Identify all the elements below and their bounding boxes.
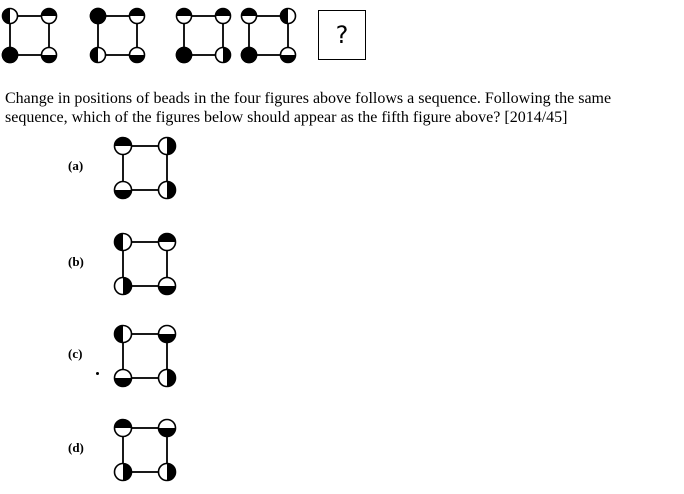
option-a-label[interactable]: (a)	[68, 158, 84, 173]
sequence-3-square	[183, 15, 224, 56]
sequence-2-bead-top-right	[128, 7, 146, 25]
sequence-2-square	[97, 15, 138, 56]
option-b-bead-bottom-left	[113, 276, 133, 296]
option-b-bead-top-right	[157, 232, 177, 252]
option-a-bead-bottom-right	[157, 180, 177, 200]
sequence-4-bead-bottom-left	[240, 46, 258, 64]
sequence-3-bead-bottom-right	[214, 46, 232, 64]
option-d-bead-top-left	[113, 418, 133, 438]
option-c-bead-top-right	[157, 324, 177, 344]
question-mark: ?	[335, 21, 349, 49]
option-a-bead-top-left	[113, 136, 133, 156]
sequence-1-square	[9, 15, 50, 56]
option-a-bead-top-right	[157, 136, 177, 156]
option-c-bead-bottom-right	[157, 368, 177, 388]
option-d-bead-top-right	[157, 418, 177, 438]
sequence-4-bead-top-right	[279, 7, 297, 25]
sequence-3-bead-bottom-left	[175, 46, 193, 64]
question-text: Change in positions of beads in the four…	[5, 90, 612, 126]
option-d-bead-bottom-right	[157, 462, 177, 482]
option-c-bead-top-left	[113, 324, 133, 344]
option-c-square	[122, 333, 168, 379]
option-d-figure[interactable]	[110, 414, 190, 484]
option-b-bead-top-left	[113, 232, 133, 252]
option-b-square	[122, 241, 168, 287]
sequence-4-bead-top-left	[240, 7, 258, 25]
option-c-label[interactable]: (c)	[68, 346, 83, 361]
option-d-square	[122, 427, 168, 473]
stray-dot	[96, 372, 99, 375]
sequence-1-bead-bottom-right	[40, 46, 58, 64]
sequence-1-bead-top-right	[40, 7, 58, 25]
sequence-4-square	[248, 15, 289, 56]
sequence-1-bead-top-left	[1, 7, 19, 25]
option-c-figure[interactable]	[110, 320, 190, 390]
option-b-figure[interactable]	[110, 228, 190, 298]
option-b-label[interactable]: (b)	[68, 254, 84, 269]
sequence-2-bead-bottom-right	[128, 46, 146, 64]
option-a-bead-bottom-left	[113, 180, 133, 200]
option-d-bead-bottom-left	[113, 462, 133, 482]
option-b-bead-bottom-right	[157, 276, 177, 296]
option-c-bead-bottom-left	[113, 368, 133, 388]
sequence-2-bead-bottom-left	[89, 46, 107, 64]
option-a-square	[122, 145, 168, 191]
sequence-3-bead-top-right	[214, 7, 232, 25]
option-a-figure[interactable]	[110, 132, 190, 202]
sequence-1-bead-bottom-left	[1, 46, 19, 64]
missing-fifth-figure: ?	[318, 10, 366, 60]
sequence-figures	[1, 7, 297, 64]
sequence-3-bead-top-left	[175, 7, 193, 25]
sequence-4-bead-bottom-right	[279, 46, 297, 64]
option-d-label[interactable]: (d)	[68, 440, 84, 455]
sequence-2-bead-top-left	[89, 7, 107, 25]
